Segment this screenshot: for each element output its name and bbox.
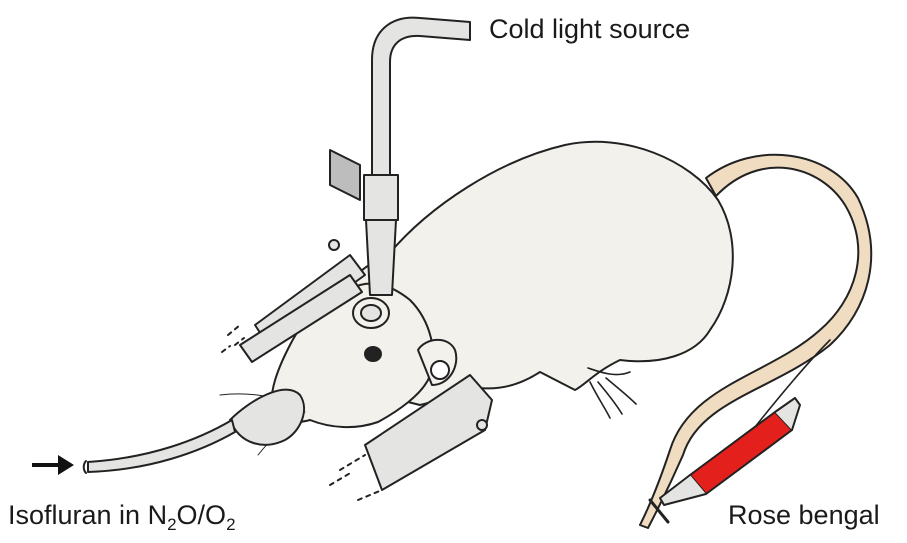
- anesthetic-prefix: Isofluran in N: [8, 500, 167, 530]
- anesthetic-label: Isofluran in N2O/O2: [8, 502, 236, 529]
- anesthetic-subscript-2: 2: [226, 515, 235, 534]
- anesthetic-middle: O/O: [177, 500, 227, 530]
- anesthetic-subscript-1: 2: [167, 515, 176, 534]
- dye-label: Rose bengal: [728, 502, 880, 529]
- arrow-right-icon: [30, 452, 76, 478]
- syringe-icon: [650, 340, 830, 522]
- anesthesia-mask: [84, 390, 304, 473]
- light-source-label: Cold light source: [489, 16, 690, 43]
